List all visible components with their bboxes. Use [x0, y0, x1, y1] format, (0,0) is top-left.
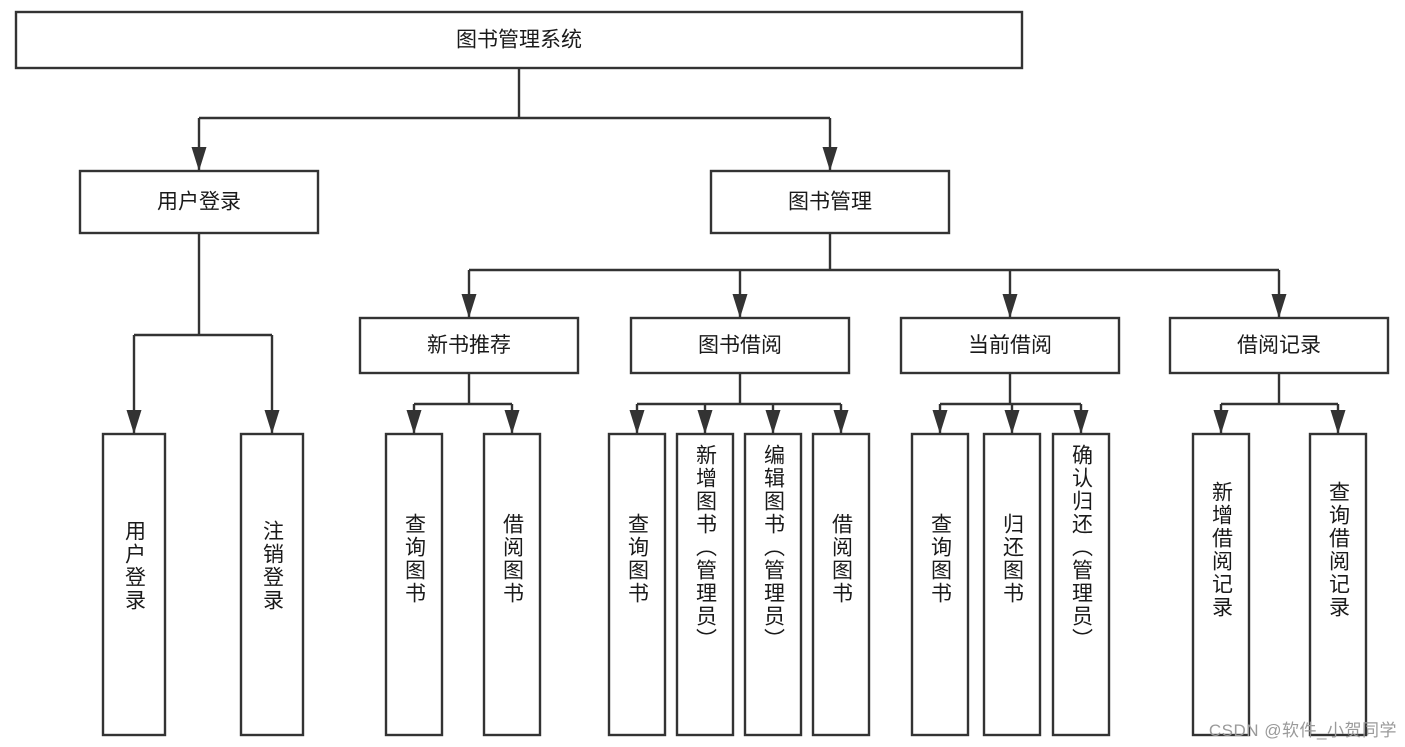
arrow-head-book-borrow [732, 294, 748, 318]
arrow-head-leaf-logout [264, 410, 280, 434]
arrow-head-leaf-edit-book [765, 410, 781, 434]
arrow-head-book-management [822, 147, 838, 171]
watermark-credit: CSDN @软件_小贺同学 [1208, 721, 1397, 740]
node-box-leaf-query-book-3 [910, 432, 970, 737]
arrow-head-leaf-query-book-1 [406, 410, 422, 434]
arrow-head-leaf-borrow-book-1 [504, 410, 520, 434]
node-label-borrow-record: 借阅记录 [1237, 334, 1321, 357]
node-box-current-borrow [899, 316, 1121, 375]
arrow-head-leaf-query-book-3 [932, 410, 948, 434]
arrow-head-leaf-add-record [1213, 410, 1229, 434]
node-box-leaf-borrow-book-1 [482, 432, 542, 737]
node-box-leaf-borrow-book-2 [811, 432, 871, 737]
node-box-leaf-add-record [1191, 432, 1251, 737]
node-box-leaf-confirm-return [1051, 432, 1111, 737]
node-box-leaf-add-book [675, 432, 735, 737]
node-box-root [14, 10, 1024, 70]
node-label-root: 图书管理系统 [456, 29, 582, 52]
arrow-head-borrow-record [1271, 294, 1287, 318]
node-box-book-borrow [629, 316, 851, 375]
arrow-head-leaf-borrow-book-2 [833, 410, 849, 434]
arrow-head-leaf-query-record [1330, 410, 1346, 434]
arrow-head-new-book-recommend [461, 294, 477, 318]
node-label-new-book-recommend: 新书推荐 [427, 334, 511, 357]
node-label-user-login: 用户登录 [157, 191, 241, 214]
connectors-layer [126, 68, 1346, 434]
arrow-head-leaf-confirm-return [1073, 410, 1089, 434]
arrow-head-user-login [191, 147, 207, 171]
node-box-leaf-edit-book [743, 432, 803, 737]
node-box-leaf-logout [239, 432, 305, 737]
node-box-book-management [709, 169, 951, 235]
node-box-new-book-recommend [358, 316, 580, 375]
node-box-leaf-query-book-2 [607, 432, 667, 737]
node-box-user-login [78, 169, 320, 235]
node-box-leaf-query-record [1308, 432, 1368, 737]
arrow-head-current-borrow [1002, 294, 1018, 318]
node-label-book-management: 图书管理 [788, 191, 872, 214]
node-label-book-borrow: 图书借阅 [698, 334, 782, 357]
arrow-head-leaf-user-login [126, 410, 142, 434]
node-label-current-borrow: 当前借阅 [968, 334, 1052, 357]
node-box-leaf-query-book-1 [384, 432, 444, 737]
boxes-layer [14, 10, 1390, 737]
arrow-head-leaf-query-book-2 [629, 410, 645, 434]
arrow-head-leaf-add-book [697, 410, 713, 434]
node-box-leaf-return-book [982, 432, 1042, 737]
arrow-head-leaf-return-book [1004, 410, 1020, 434]
node-box-leaf-user-login [101, 432, 167, 737]
node-box-borrow-record [1168, 316, 1390, 375]
